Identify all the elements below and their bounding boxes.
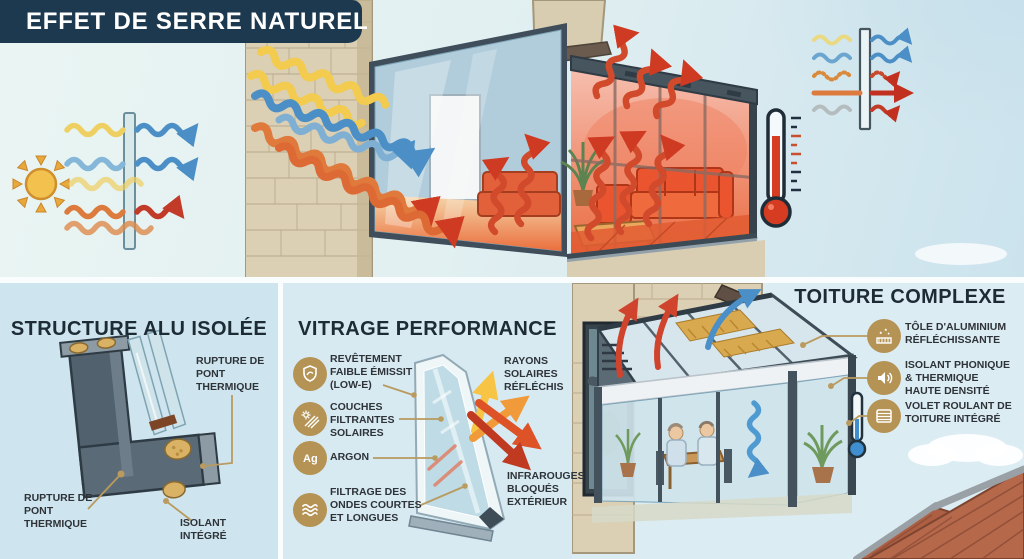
label-couches-filtrantes: COUCHES FILTRANTES SOLAIRES bbox=[330, 401, 395, 440]
label-tole-aluminium: TÔLE D'ALUMINIUM RÉFLÉCHISSANTE bbox=[905, 321, 1007, 347]
title-banner: EFFET DE SERRE NATUREL bbox=[0, 0, 368, 43]
vitrage-title: VITRAGE PERFORMANCE bbox=[298, 318, 557, 340]
argon-icon: Ag bbox=[293, 441, 327, 475]
label-rayons-reflechis: RAYONS SOLAIRES RÉFLÉCHIS bbox=[504, 355, 564, 394]
cloud bbox=[915, 243, 1007, 265]
label-infrarouges-bloques: INFRAROUGES BLOQUÉS EXTÉRIEUR bbox=[507, 470, 585, 509]
main-veranda-illustration bbox=[245, 0, 765, 278]
horizontal-divider bbox=[0, 277, 1024, 283]
label-volet-roulant: VOLET ROULANT DE TOITURE INTÉGRÉ bbox=[905, 400, 1012, 426]
wave-filter-icon bbox=[293, 493, 327, 527]
svg-text:Ag: Ag bbox=[303, 453, 318, 465]
solar-filter-icon bbox=[293, 402, 327, 436]
insulated-veranda-illustration bbox=[572, 283, 1024, 559]
veranda-front-glass bbox=[601, 382, 789, 506]
shield-low-e-icon bbox=[293, 357, 327, 391]
label-isolant-integre: ISOLANT INTÉGRÉ bbox=[180, 517, 227, 543]
structure-title: STRUCTURE ALU ISOLÉE bbox=[10, 318, 268, 340]
glazing-illustration bbox=[373, 353, 542, 542]
glass-pane bbox=[858, 27, 872, 131]
vertical-divider bbox=[278, 283, 283, 559]
label-argon: ARGON bbox=[330, 451, 370, 463]
connector-lines bbox=[87, 395, 233, 522]
toiture-title: TOITURE COMPLEXE bbox=[794, 286, 1006, 308]
label-rupture-pont-thermique-bottom: RUPTURE DE PONT THERMIQUE bbox=[24, 492, 93, 531]
label-isolant-phonique: ISOLANT PHONIQUE & THERMIQUE HAUTE DENSI… bbox=[905, 359, 1011, 398]
acoustic-insulation-icon bbox=[867, 361, 901, 395]
label-rupture-pont-thermique-top: RUPTURE DE PONT THERMIQUE bbox=[196, 355, 265, 394]
plant bbox=[803, 425, 843, 468]
page-title: EFFET DE SERRE NATUREL bbox=[26, 7, 369, 35]
connector-lines bbox=[373, 384, 464, 506]
label-filtrage-ondes: FILTRAGE DES ONDES COURTES ET LONGUES bbox=[330, 486, 422, 525]
cold-thermometer-icon bbox=[847, 391, 867, 459]
hot-thermometer-icon bbox=[760, 108, 801, 228]
aluminium-sheet-icon bbox=[867, 319, 901, 353]
interior-door bbox=[429, 94, 481, 201]
alu-profile-illustration bbox=[59, 329, 233, 522]
label-revetement-low-e: REVÊTEMENT FAIBLE ÉMISSIT (LOW-E) bbox=[330, 353, 413, 392]
sun-icon bbox=[12, 155, 70, 213]
sun-glass-diagram bbox=[12, 112, 199, 250]
radiation-filter-diagram bbox=[811, 27, 914, 131]
connector-lines bbox=[804, 335, 867, 423]
roller-shutter-icon bbox=[867, 399, 901, 433]
tiled-roof bbox=[853, 465, 1024, 559]
